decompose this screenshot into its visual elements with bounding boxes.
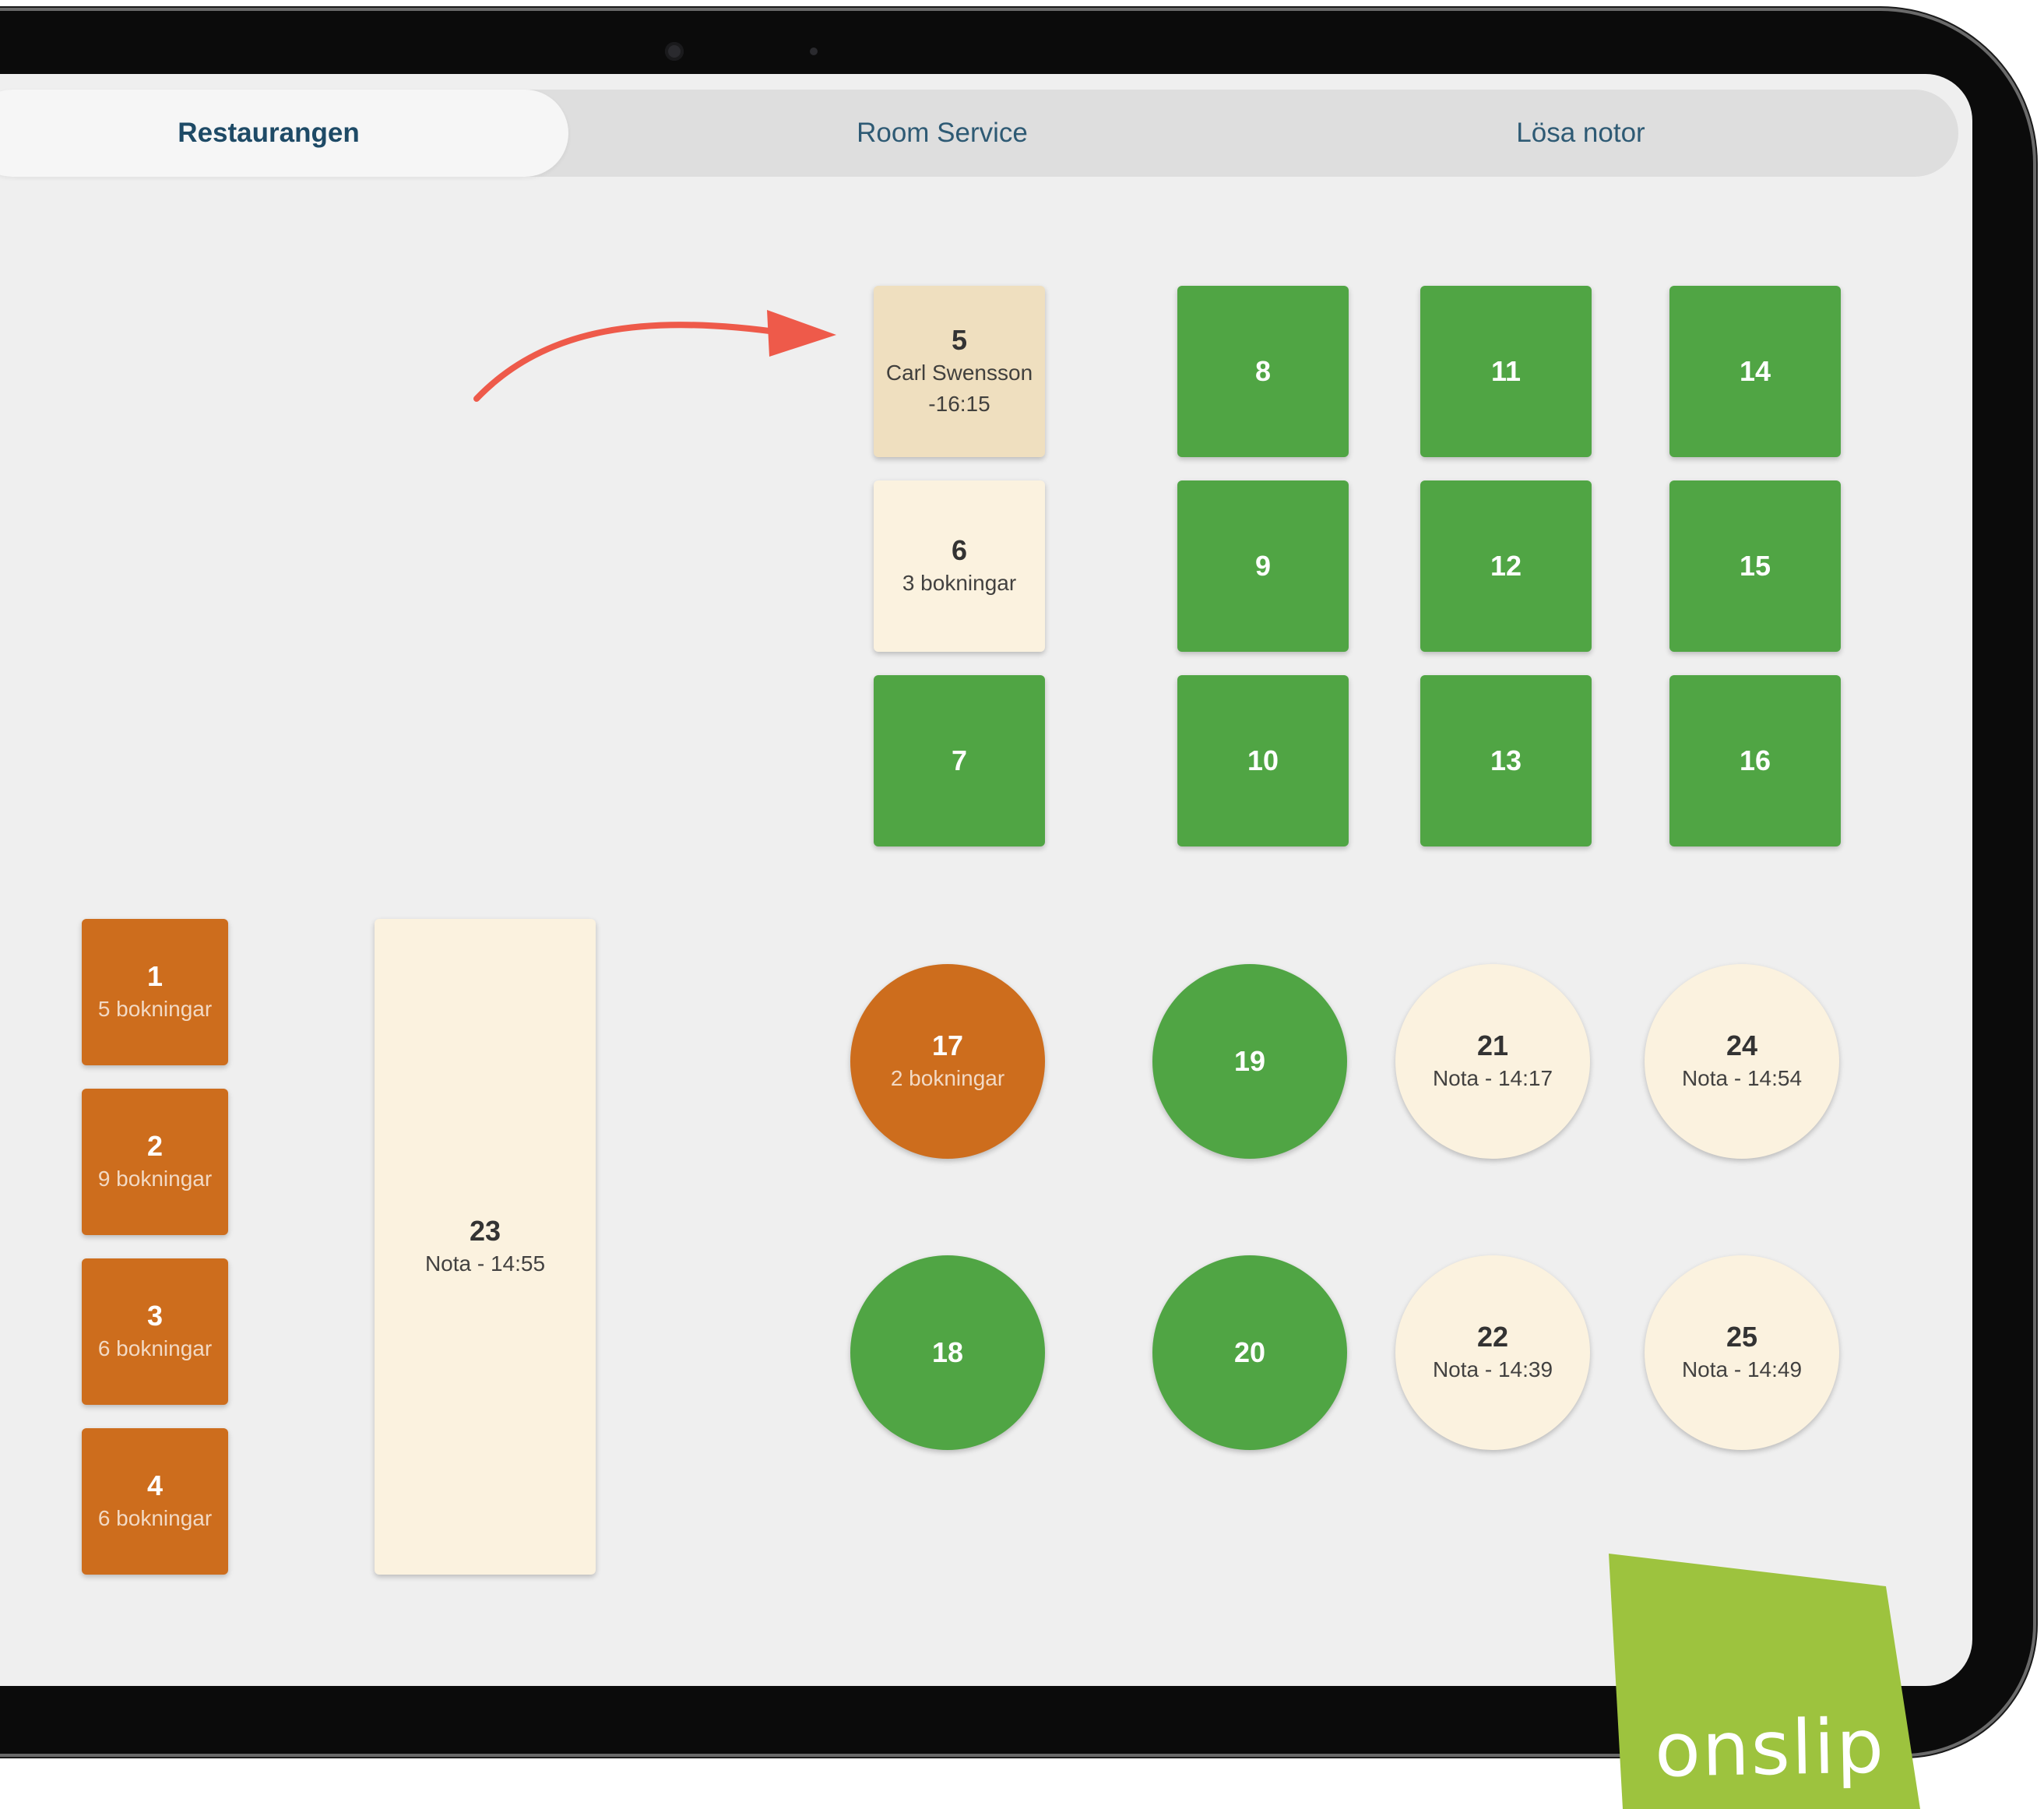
table-number: 12	[1490, 550, 1522, 582]
table-15[interactable]: 15	[1669, 480, 1841, 652]
table-bill: Nota - 14:49	[1681, 1357, 1803, 1381]
table-number: 17	[931, 1029, 964, 1061]
table-number: 6	[951, 534, 968, 566]
table-number: 19	[1233, 1045, 1266, 1077]
annotation-arrow-icon	[473, 310, 836, 402]
table-13[interactable]: 13	[1420, 675, 1592, 846]
table-bill: Nota - 14:39	[1432, 1357, 1553, 1381]
onslip-logo-text: onslip	[1654, 1702, 1886, 1794]
table-19[interactable]: 19	[1152, 964, 1347, 1159]
tab-bar: Restaurangen Room Service Lösa notor	[0, 90, 1958, 177]
table-number: 18	[931, 1336, 964, 1368]
table-number: 7	[951, 744, 968, 776]
table-number: 16	[1739, 744, 1771, 776]
table-guest-name: Carl Swensson	[885, 361, 1033, 385]
table-number: 15	[1739, 550, 1771, 582]
tab-room-service-label: Room Service	[857, 118, 1028, 148]
table-bill: Nota - 14:54	[1681, 1066, 1803, 1090]
table-number: 21	[1476, 1029, 1509, 1061]
table-number: 3	[146, 1300, 164, 1332]
table-number: 20	[1233, 1336, 1266, 1368]
table-18[interactable]: 18	[850, 1255, 1045, 1450]
table-bill: Nota - 14:55	[424, 1251, 546, 1276]
table-number: 4	[146, 1469, 164, 1501]
table-11[interactable]: 11	[1420, 286, 1592, 457]
table-2[interactable]: 2 9 bokningar	[82, 1089, 228, 1235]
table-number: 23	[469, 1215, 501, 1247]
table-14[interactable]: 14	[1669, 286, 1841, 457]
table-number: 22	[1476, 1321, 1509, 1353]
camera-icon	[665, 42, 684, 61]
sensor-icon	[810, 48, 818, 55]
table-number: 8	[1254, 355, 1272, 387]
table-bookings: 9 bokningar	[97, 1167, 213, 1191]
table-10[interactable]: 10	[1177, 675, 1349, 846]
table-number: 10	[1247, 744, 1279, 776]
table-bookings: 6 bokningar	[97, 1336, 213, 1360]
tab-losa-notor[interactable]: Lösa notor	[1339, 90, 1822, 177]
table-bookings: 2 bokningar	[890, 1066, 1005, 1090]
table-1[interactable]: 1 5 bokningar	[82, 919, 228, 1065]
table-bookings: 5 bokningar	[97, 997, 213, 1021]
tab-restaurangen-label: Restaurangen	[178, 118, 360, 148]
table-21[interactable]: 21 Nota - 14:17	[1395, 964, 1590, 1159]
table-8[interactable]: 8	[1177, 286, 1349, 457]
table-5[interactable]: 5 Carl Swensson -16:15	[874, 286, 1045, 457]
table-6[interactable]: 6 3 bokningar	[874, 480, 1045, 652]
table-number: 14	[1739, 355, 1771, 387]
tab-restaurangen[interactable]: Restaurangen	[0, 90, 568, 177]
floor-plan-screen: Restaurangen Room Service Lösa notor 5 C…	[0, 74, 1972, 1686]
table-25[interactable]: 25 Nota - 14:49	[1645, 1255, 1839, 1450]
table-17[interactable]: 17 2 bokningar	[850, 964, 1045, 1159]
tab-losa-notor-label: Lösa notor	[1516, 118, 1645, 148]
table-bookings: 3 bokningar	[902, 571, 1017, 595]
table-bookings: 6 bokningar	[97, 1506, 213, 1530]
table-9[interactable]: 9	[1177, 480, 1349, 652]
table-22[interactable]: 22 Nota - 14:39	[1395, 1255, 1590, 1450]
table-number: 5	[951, 324, 968, 356]
table-12[interactable]: 12	[1420, 480, 1592, 652]
table-24[interactable]: 24 Nota - 14:54	[1645, 964, 1839, 1159]
tab-room-service[interactable]: Room Service	[670, 90, 1215, 177]
table-number: 24	[1726, 1029, 1758, 1061]
table-number: 2	[146, 1130, 164, 1162]
table-number: 13	[1490, 744, 1522, 776]
table-7[interactable]: 7	[874, 675, 1045, 846]
table-time: -16:15	[928, 392, 990, 416]
table-23[interactable]: 23 Nota - 14:55	[375, 919, 596, 1575]
table-16[interactable]: 16	[1669, 675, 1841, 846]
table-number: 25	[1726, 1321, 1758, 1353]
table-4[interactable]: 4 6 bokningar	[82, 1428, 228, 1575]
table-number: 1	[146, 960, 164, 992]
onslip-logo-icon	[1609, 1554, 1920, 1809]
table-20[interactable]: 20	[1152, 1255, 1347, 1450]
table-number: 11	[1490, 355, 1522, 387]
table-3[interactable]: 3 6 bokningar	[82, 1258, 228, 1405]
table-bill: Nota - 14:17	[1432, 1066, 1553, 1090]
table-number: 9	[1254, 550, 1272, 582]
